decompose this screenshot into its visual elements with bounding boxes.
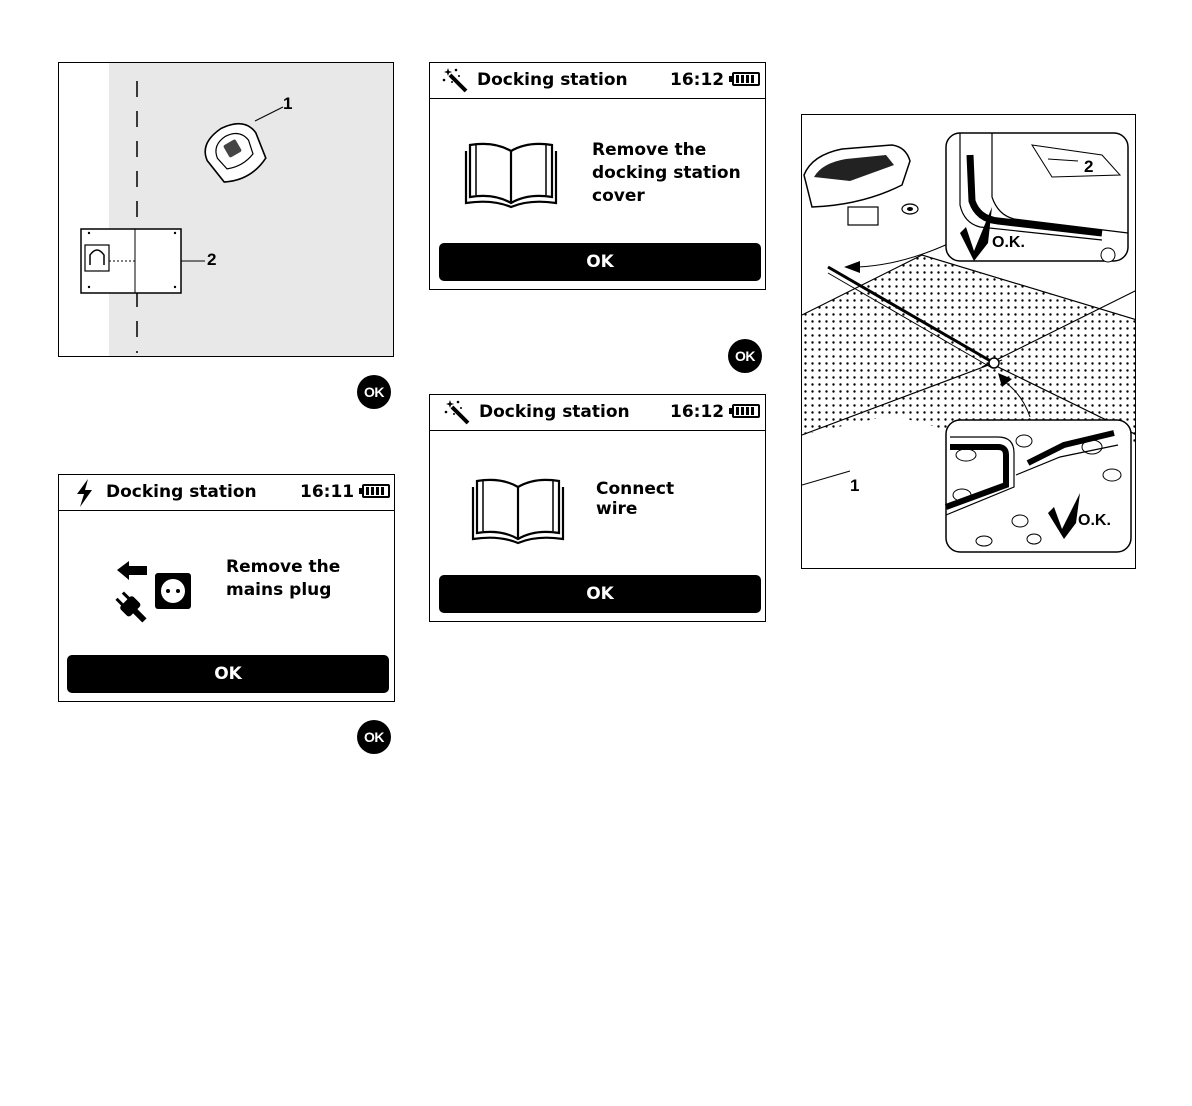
robot-mower-icon <box>197 114 272 189</box>
screen-time: 16:12 <box>670 402 724 422</box>
display-screen-remove-cover: Docking station 16:12 Remove the docking… <box>429 62 766 290</box>
manual-book-icon <box>464 137 559 207</box>
screen-message: Remove the mains plug <box>226 556 340 602</box>
magic-wand-icon <box>444 399 470 425</box>
screen-time: 16:11 <box>300 482 354 502</box>
screen-header: Docking station 16:11 <box>59 475 394 511</box>
ok-key-symbol: OK <box>357 375 391 409</box>
screen-title: Docking station <box>479 402 630 422</box>
manual-book-icon <box>471 473 566 543</box>
ok-check-label-bottom: O.K. <box>1078 512 1111 530</box>
ok-button[interactable]: OK <box>67 655 389 693</box>
lawn-drawing <box>59 63 394 357</box>
figure-wire-connection: 2 1 O.K. O.K. <box>801 114 1136 569</box>
unplug-icon <box>109 559 199 629</box>
screen-title: Docking station <box>106 482 257 502</box>
ok-button[interactable]: OK <box>439 243 761 281</box>
ok-button[interactable]: OK <box>439 575 761 613</box>
callout-1: 1 <box>850 476 859 496</box>
callout-2: 2 <box>207 250 216 270</box>
screen-header: Docking station 16:12 <box>430 395 765 431</box>
callout-2: 2 <box>1084 157 1093 177</box>
screen-message: Connect wire <box>596 479 674 519</box>
screen-title: Docking station <box>477 70 628 90</box>
display-screen-remove-plug: Docking station 16:11 Remove the mains p… <box>58 474 395 702</box>
screen-message: Remove the docking station cover <box>592 139 741 208</box>
screen-header: Docking station 16:12 <box>430 63 765 99</box>
detail-top-bubble <box>946 133 1128 262</box>
docking-station-icon <box>81 229 181 293</box>
battery-icon <box>732 404 760 418</box>
ok-key-symbol: OK <box>728 339 762 373</box>
ok-check-label-top: O.K. <box>992 234 1025 252</box>
display-screen-connect-wire: Docking station 16:12 Connect wire OK <box>429 394 766 622</box>
figure-lawn-overview: 1 2 <box>58 62 394 357</box>
lightning-icon <box>75 479 95 507</box>
detail-bottom-bubble <box>946 420 1131 552</box>
docking-plate-drawing <box>802 115 1136 569</box>
callout-1: 1 <box>283 94 292 114</box>
battery-icon <box>362 484 390 498</box>
battery-icon <box>732 72 760 86</box>
ok-key-symbol: OK <box>357 720 391 754</box>
screen-time: 16:12 <box>670 70 724 90</box>
magic-wand-icon <box>442 67 468 93</box>
